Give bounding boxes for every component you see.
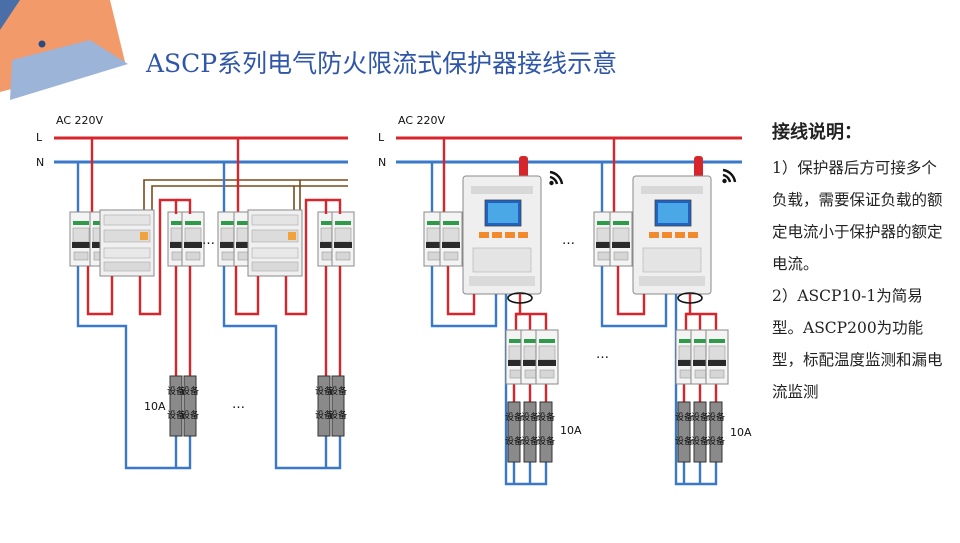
line-label: L (36, 131, 43, 144)
main-breaker (439, 211, 463, 267)
protector-device (99, 209, 155, 277)
supply-label: AC 220V (398, 114, 446, 127)
supply-label: AC 220V (56, 114, 104, 127)
ascp200-protector (462, 175, 542, 295)
left-diagram: AC 220V L N (36, 114, 355, 470)
corner-decoration (0, 0, 128, 100)
page-title: ASCP系列电气防火限流式保护器接线示意 (146, 49, 618, 78)
wifi-signal-icon (548, 170, 564, 187)
main-breaker (69, 211, 93, 267)
load-device (674, 401, 694, 463)
rating-label: 10A (560, 424, 582, 437)
antenna-icon (694, 156, 703, 178)
load-device (180, 375, 200, 437)
load-device (166, 375, 186, 437)
leakage-sensor (677, 292, 703, 304)
wiring-notes: 接线说明： 1）保护器后方可接多个负载，需要保证负载的额定电流小于保护器的额定电… (772, 118, 952, 408)
ascp200-protector (632, 175, 712, 295)
continuation-ellipsis: … (202, 233, 215, 248)
continuation-ellipsis: … (232, 397, 245, 412)
load-device (520, 401, 540, 463)
load-device (706, 401, 726, 463)
neutral-label: N (378, 156, 386, 169)
continuation-ellipsis: … (562, 233, 575, 248)
notes-heading: 接线说明： (772, 122, 862, 143)
note-item-2: 2）ASCP10-1为简易型。ASCP200为功能型，标配温度监测和漏电流监测 (772, 287, 943, 401)
antenna-icon (519, 156, 528, 178)
leakage-sensor (507, 292, 533, 304)
neutral-label: N (36, 156, 44, 169)
load-device (536, 401, 556, 463)
branch-breaker (705, 329, 729, 385)
note-item-1: 1）保护器后方可接多个负载，需要保证负载的额定电流小于保护器的额定电流。 (772, 159, 943, 273)
line-label: L (378, 131, 385, 144)
protector-device (247, 209, 303, 277)
rating-label: 10A (730, 426, 752, 439)
wifi-signal-icon (721, 168, 737, 185)
load-device (328, 375, 348, 437)
branch-breaker (535, 329, 559, 385)
load-device (314, 375, 334, 437)
rating-label: 10A (144, 400, 166, 413)
main-breaker (609, 211, 633, 267)
continuation-ellipsis: … (596, 347, 609, 362)
load-device (690, 401, 710, 463)
load-device (504, 401, 524, 463)
branch-breaker (331, 211, 355, 267)
right-diagram: AC 220V L N (378, 114, 752, 486)
branch-breaker (181, 211, 205, 267)
